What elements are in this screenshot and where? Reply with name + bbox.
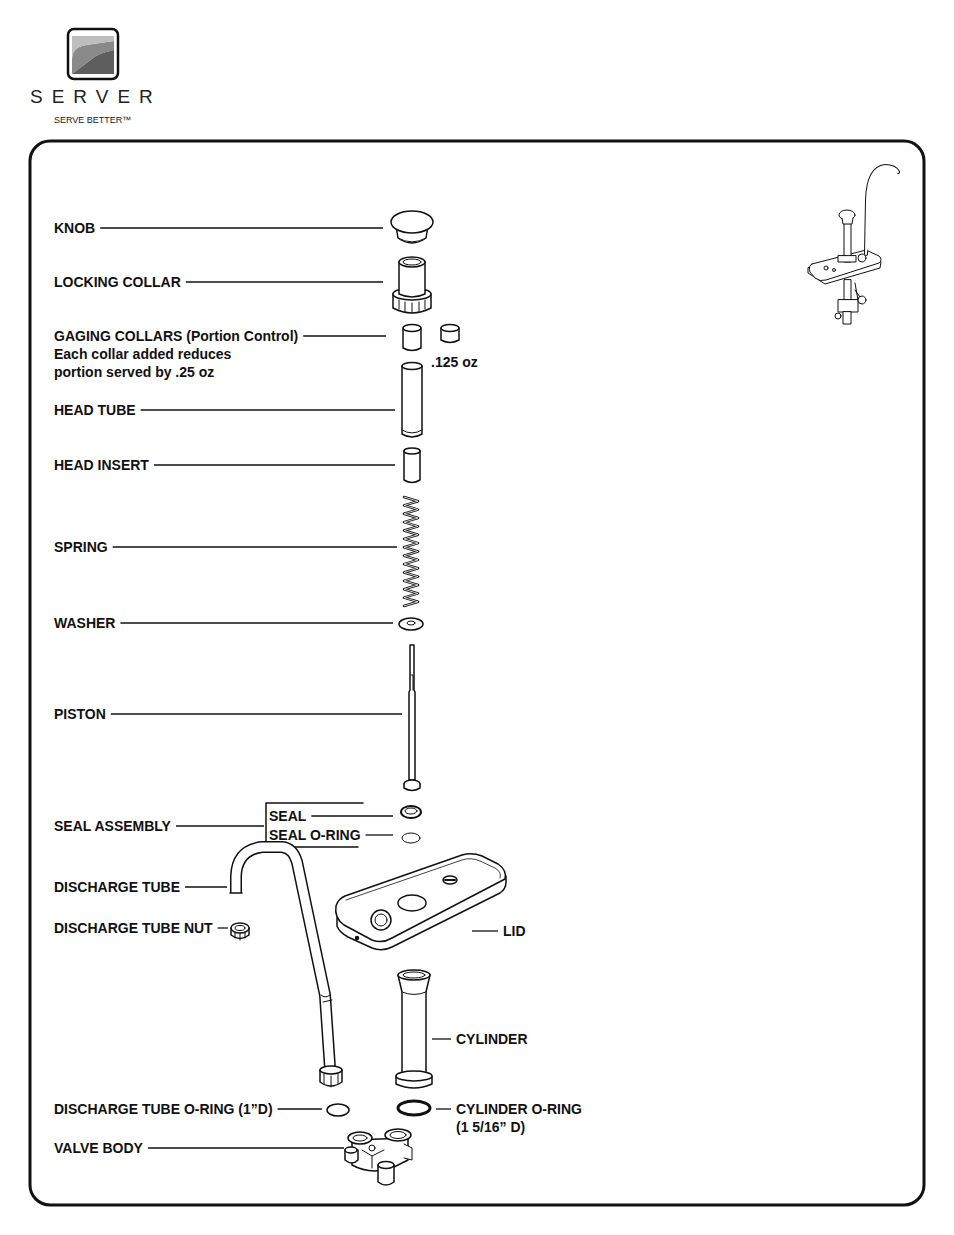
leader-line bbox=[100, 227, 383, 228]
piston bbox=[404, 645, 420, 791]
gaging-collars bbox=[403, 325, 459, 351]
part-name: PISTON bbox=[54, 705, 106, 723]
part-name: DISCHARGE TUBE NUT bbox=[54, 919, 213, 937]
leader-line bbox=[113, 546, 397, 547]
lid bbox=[336, 854, 506, 950]
leader-line bbox=[111, 713, 402, 714]
part-name: LID bbox=[503, 922, 526, 940]
frame bbox=[30, 141, 924, 1205]
leader-line bbox=[186, 281, 383, 282]
seal bbox=[401, 806, 421, 843]
knob bbox=[391, 211, 433, 243]
valve-body bbox=[345, 1129, 412, 1185]
part-name: SEAL O-RING bbox=[269, 826, 361, 844]
tagline: SERVE BETTER™ bbox=[54, 115, 131, 126]
discharge-tube bbox=[230, 847, 342, 1087]
leader-line bbox=[185, 886, 227, 887]
leader-line bbox=[303, 335, 386, 336]
part-name: HEAD TUBE bbox=[54, 401, 136, 419]
leader-line bbox=[154, 464, 395, 465]
leader-line bbox=[472, 930, 498, 931]
part-name: LOCKING COLLAR bbox=[54, 273, 181, 291]
leader-line bbox=[432, 1038, 451, 1039]
washer bbox=[399, 618, 423, 630]
logo-mark bbox=[68, 29, 118, 79]
discharge-tube-nut bbox=[231, 923, 249, 940]
part-name: CYLINDER bbox=[456, 1030, 528, 1048]
part-name: KNOB bbox=[54, 219, 95, 237]
part-name: SEAL bbox=[269, 807, 306, 825]
head-tube bbox=[402, 363, 422, 438]
part-name: SPRING bbox=[54, 538, 108, 556]
part-name: CYLINDER O-RING (1 5/16” D) bbox=[456, 1100, 588, 1136]
leader-line bbox=[436, 1108, 451, 1109]
leader-line bbox=[120, 622, 393, 623]
bracket bbox=[266, 803, 363, 847]
part-name: GAGING COLLARS (Portion Control) bbox=[54, 327, 298, 345]
leader-line bbox=[218, 927, 228, 928]
spring-highlight bbox=[404, 497, 418, 606]
leader-line bbox=[311, 815, 393, 816]
cylinder bbox=[396, 970, 432, 1088]
part-name: HEAD INSERT bbox=[54, 456, 149, 474]
note: Each collar added reduces portion served… bbox=[54, 345, 259, 381]
leader-line bbox=[366, 834, 393, 835]
leader-line bbox=[278, 1108, 322, 1109]
spring bbox=[404, 497, 418, 606]
brand-name: SERVER bbox=[30, 86, 162, 108]
leader-line bbox=[141, 409, 395, 410]
part-name: DISCHARGE TUBE bbox=[54, 878, 180, 896]
locking-collar bbox=[393, 257, 431, 313]
part-name: SEAL ASSEMBLY bbox=[54, 817, 171, 835]
leader-line bbox=[148, 1147, 344, 1148]
spring-coil bbox=[404, 497, 418, 606]
dimension: .125 oz bbox=[431, 353, 478, 371]
assembled-thumbnail bbox=[808, 166, 898, 324]
leader-line bbox=[176, 825, 264, 826]
part-name: DISCHARGE TUBE O-RING (1”D) bbox=[54, 1100, 273, 1118]
head-insert bbox=[404, 448, 420, 483]
discharge-tube-o-ring bbox=[327, 1104, 349, 1116]
part-name: WASHER bbox=[54, 614, 115, 632]
cylinder-o-ring bbox=[398, 1101, 430, 1115]
part-name: VALVE BODY bbox=[54, 1139, 143, 1157]
